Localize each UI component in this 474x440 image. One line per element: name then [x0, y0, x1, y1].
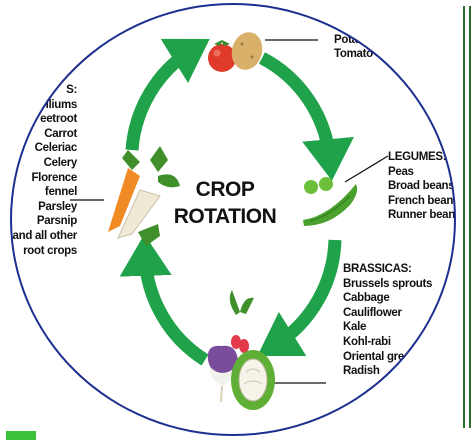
diagram-circle: CROP ROTATION PO Potato Tomato LEGUMES: … [10, 3, 456, 436]
legumes-item: Broad beans [388, 179, 456, 194]
brassicas-item: Radish [343, 364, 432, 379]
brassicas-item: Cauliflower [343, 306, 432, 321]
legumes-label: LEGUMES: Peas Broad beans French beans R… [388, 150, 456, 223]
roots-item: Florence [13, 171, 77, 186]
brassicas-item: Kohl-rabi [343, 335, 432, 350]
brassicas-icon [208, 290, 275, 410]
potatoes-label: PO Potato Tomato [334, 18, 373, 62]
roots-item: Celeriac [13, 141, 77, 156]
roots-item: eetroot [13, 112, 77, 127]
roots-item: Celery [13, 156, 77, 171]
roots-label: S: lliums eetroot Carrot Celeriac Celery… [13, 83, 77, 258]
brassicas-label: BRASSICAS: Brussels sprouts Cabbage Caul… [343, 262, 432, 379]
roots-heading: S: [13, 83, 77, 98]
peas-icon [303, 177, 357, 226]
roots-item: lliums [13, 98, 77, 113]
title-line-2: ROTATION [170, 203, 280, 230]
brassicas-item: Kale [343, 320, 432, 335]
brassicas-item: Oriental gre [343, 350, 432, 365]
roots-item: Parsnip [13, 214, 77, 229]
potatoes-item: Potato [334, 33, 373, 48]
roots-item: Parsley [13, 200, 77, 215]
arrow-bottom-left [145, 255, 205, 360]
brassicas-heading: BRASSICAS: [343, 262, 432, 277]
legumes-heading: LEGUMES: [388, 150, 456, 165]
title-line-1: CROP [170, 176, 280, 203]
arrow-bottom-right [275, 240, 335, 345]
potatoes-item: Tomato [334, 47, 373, 62]
tomato-icon [208, 40, 236, 72]
brassicas-item: Cabbage [343, 291, 432, 306]
potato-icon [228, 29, 267, 73]
diagram-title: CROP ROTATION [170, 176, 280, 230]
arrow-top-left [132, 50, 192, 150]
legumes-item: Runner beans etc. [388, 208, 456, 223]
brassicas-item: Brussels sprouts [343, 277, 432, 292]
potatoes-heading: PO [334, 18, 373, 33]
roots-item: fennel [13, 185, 77, 200]
legumes-item: Peas [388, 165, 456, 180]
page-frame-edge [463, 6, 471, 428]
roots-item: and all other [13, 229, 77, 244]
legumes-item: French beans [388, 194, 456, 209]
leader-legumes [345, 156, 388, 182]
arrow-top-right [262, 58, 330, 160]
roots-item: Carrot [13, 127, 77, 142]
roots-item: root crops [13, 244, 77, 259]
